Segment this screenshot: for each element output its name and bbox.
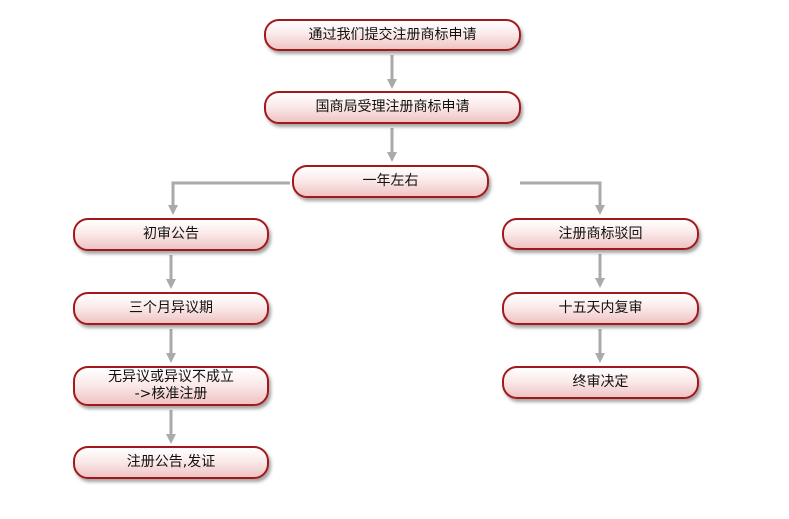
arrow-wait-to-prelim bbox=[168, 181, 290, 215]
step-approve-registration-line1: 无异议或异议不成立 bbox=[108, 369, 234, 385]
arrow-wait-to-reject bbox=[520, 181, 605, 215]
step-trademark-rejected: 注册商标驳回 bbox=[502, 218, 699, 250]
step-registration-announcement: 注册公告,发证 bbox=[73, 446, 269, 479]
step-about-one-year-label: 一年左右 bbox=[362, 173, 419, 189]
step-office-accepts-label: 国商局受理注册商标申请 bbox=[315, 99, 470, 115]
step-submit-application-label: 通过我们提交注册商标申请 bbox=[308, 26, 477, 43]
step-office-accepts: 国商局受理注册商标申请 bbox=[264, 91, 521, 124]
step-objection-period-label: 三个月异议期 bbox=[129, 300, 213, 316]
step-review-within-15-days: 十五天内复审 bbox=[502, 292, 699, 325]
step-preliminary-announcement-label: 初审公告 bbox=[143, 226, 199, 242]
step-approve-registration-line2: ->核准注册 bbox=[134, 386, 208, 402]
step-submit-application: 通过我们提交注册商标申请 bbox=[264, 19, 521, 51]
step-final-decision-label: 终审决定 bbox=[572, 374, 629, 390]
step-objection-period: 三个月异议期 bbox=[73, 292, 269, 325]
step-about-one-year: 一年左右 bbox=[292, 165, 489, 198]
step-registration-announcement-label: 注册公告,发证 bbox=[126, 454, 216, 470]
step-preliminary-announcement: 初审公告 bbox=[73, 218, 269, 251]
step-review-within-15-days-label: 十五天内复审 bbox=[558, 300, 643, 316]
step-approve-registration: 无异议或异议不成立 ->核准注册 bbox=[73, 366, 269, 406]
step-trademark-rejected-label: 注册商标驳回 bbox=[558, 225, 643, 242]
step-final-decision: 终审决定 bbox=[502, 366, 699, 399]
